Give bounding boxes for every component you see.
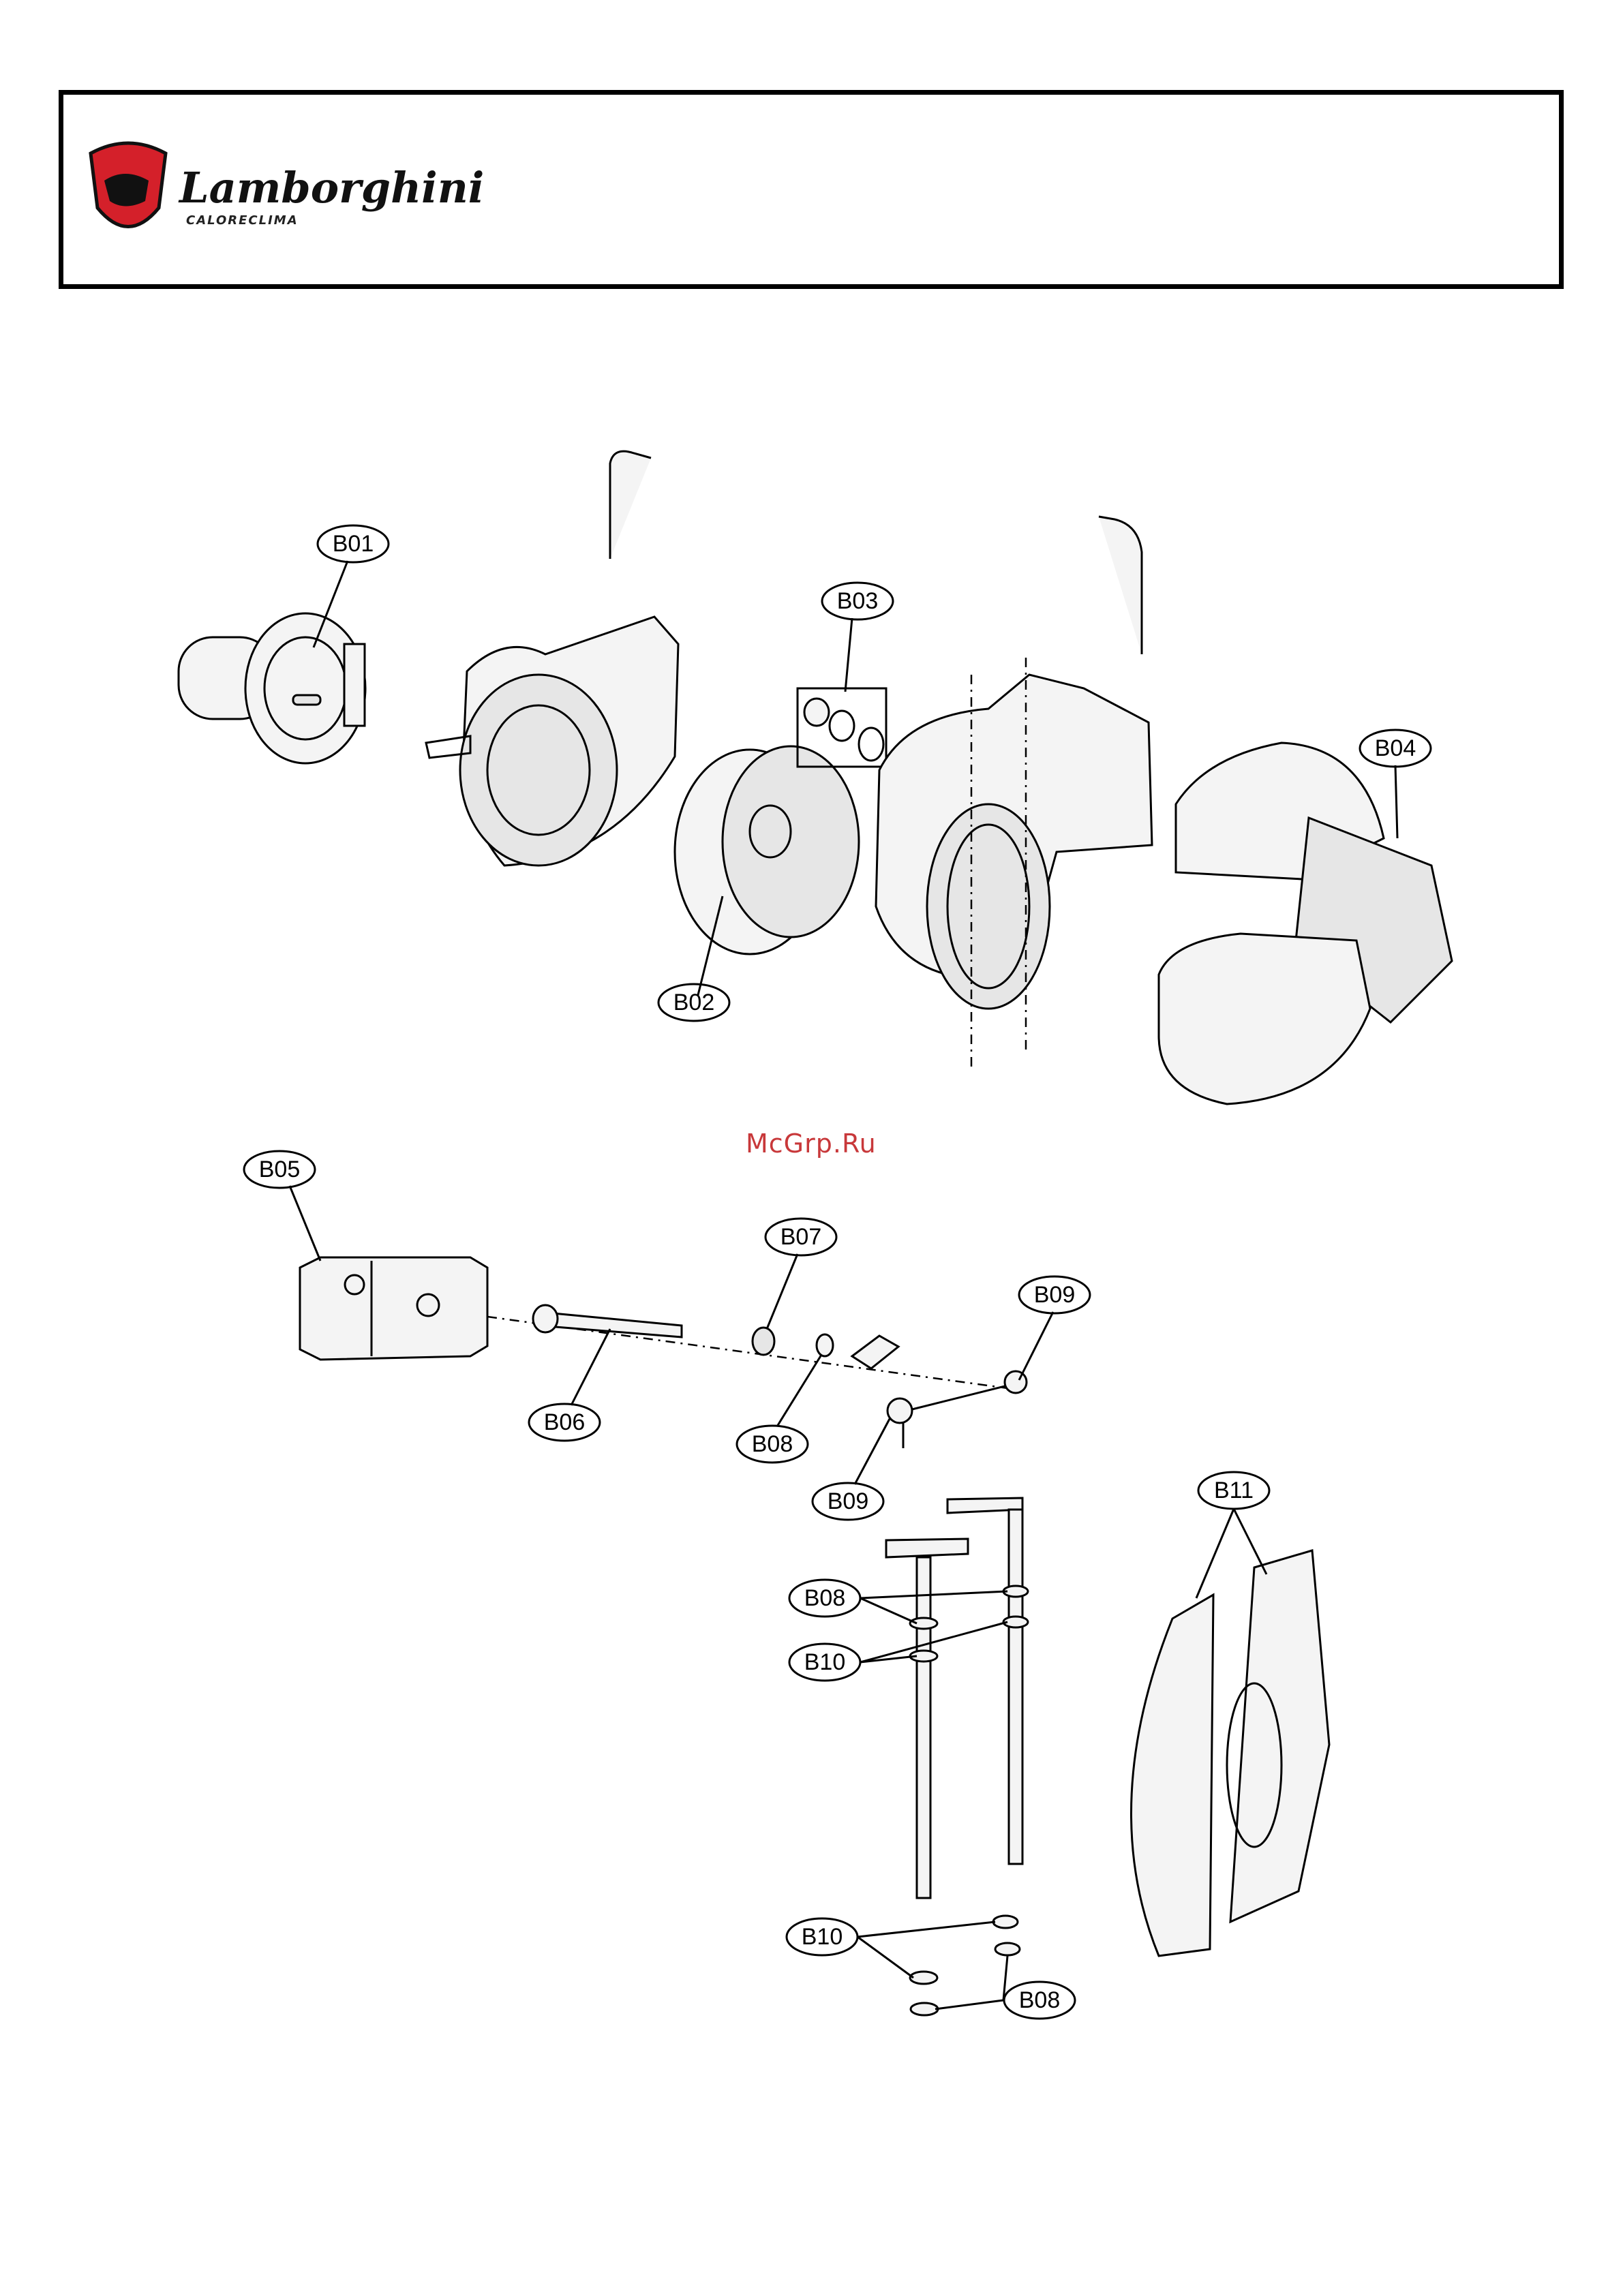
svg-text:B11: B11 [1214,1478,1254,1503]
callout-b05: B05 [244,1151,320,1261]
fan-housing-left [426,617,678,866]
air-intake-cover [1159,743,1452,1104]
callout-b08-bottom: B08 [935,1956,1075,2019]
svg-text:B07: B07 [780,1224,822,1250]
damper-rods [886,1498,1028,2015]
svg-text:B04: B04 [1375,735,1416,761]
svg-text:B10: B10 [802,1924,843,1950]
air-damper-plates [1132,1550,1330,1956]
callout-b06: B06 [529,1329,610,1441]
callout-b09-bottom: B09 [813,1419,890,1520]
motor-part [179,613,365,763]
svg-text:B08: B08 [752,1431,793,1457]
callout-b10-middle: B10 [789,1622,1007,1681]
svg-text:B01: B01 [333,531,374,557]
callout-b09-top: B09 [1019,1276,1090,1380]
svg-text:B05: B05 [259,1157,301,1182]
svg-text:B10: B10 [804,1649,846,1675]
svg-text:B08: B08 [1019,1987,1061,2013]
svg-text:B08: B08 [804,1585,846,1611]
ball-joint-rod [888,1371,1027,1448]
callout-b03: B03 [822,583,893,692]
svg-text:B03: B03 [837,588,879,614]
svg-text:B06: B06 [544,1409,586,1435]
callout-b08-middle: B08 [789,1580,1007,1623]
washer-b08-upper [817,1334,833,1356]
bushing-b07 [753,1328,774,1355]
callout-b10-bottom: B10 [787,1918,995,1978]
impeller-wheel [675,746,859,954]
tube-left [610,451,651,559]
callout-b08-top: B08 [737,1355,821,1463]
lever-plate [852,1336,898,1368]
svg-text:B02: B02 [673,990,715,1015]
fan-housing-right [876,658,1152,1070]
servomotor-box [300,1257,487,1360]
callout-b07: B07 [765,1219,836,1329]
svg-text:B09: B09 [1034,1282,1076,1308]
tube-right [1099,517,1142,654]
svg-text:B09: B09 [828,1488,869,1514]
